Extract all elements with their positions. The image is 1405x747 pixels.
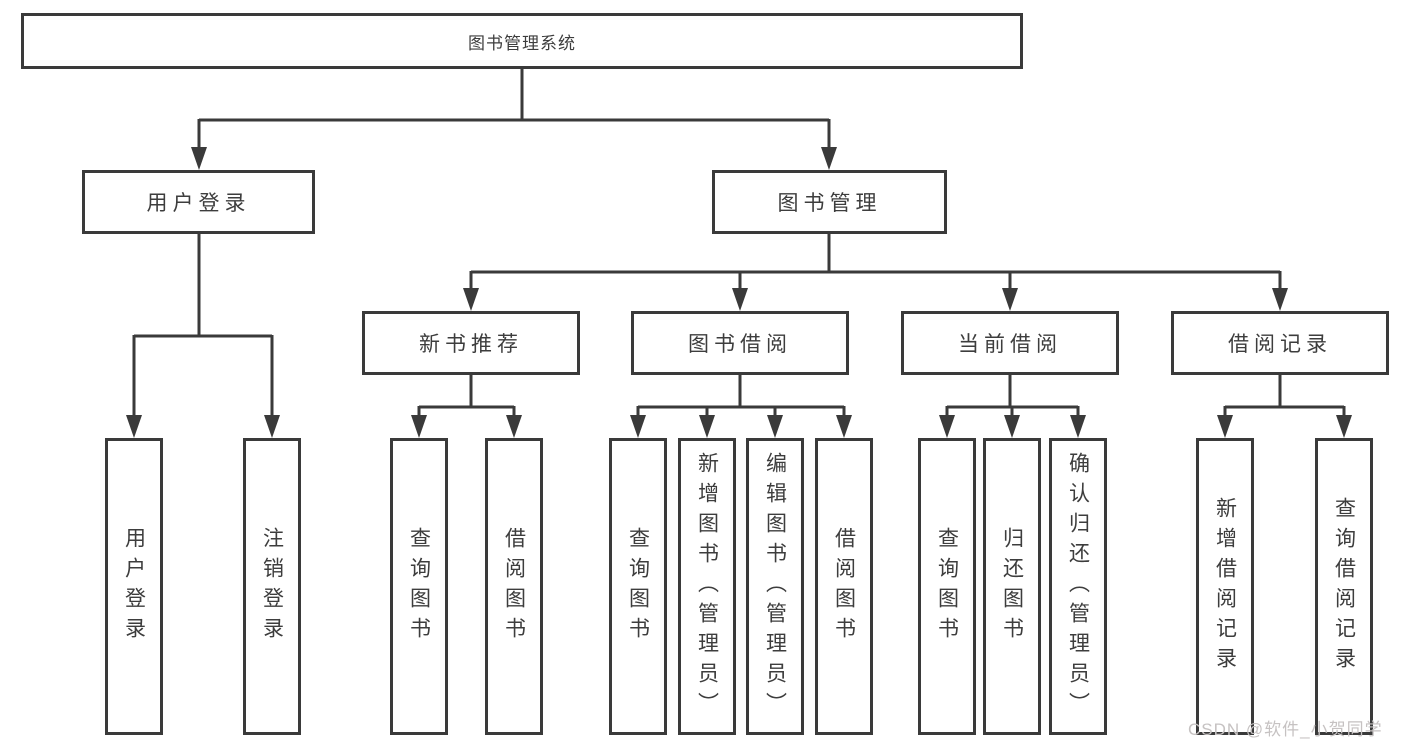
connector-root (197, 69, 831, 150)
leaf-edit-books-admin: 编辑图书（管理员） (746, 438, 804, 735)
leaf-borrow-books: 借阅图书 (815, 438, 873, 735)
node-borrow-records: 借阅记录 (1171, 311, 1389, 375)
connector-book-borrow (636, 375, 846, 420)
node-current-borrow: 当前借阅 (901, 311, 1119, 375)
node-book-borrow: 图书借阅 (631, 311, 849, 375)
connector-user-login (132, 234, 274, 420)
leaf-return-books: 归还图书 (983, 438, 1041, 735)
node-user-login: 用户登录 (82, 170, 315, 234)
connector-borrow-records (1223, 375, 1346, 420)
connector-book-mgmt (469, 233, 1282, 292)
leaf-query-books-current: 查询图书 (918, 438, 976, 735)
leaf-add-borrow-record: 新增借阅记录 (1196, 438, 1254, 735)
connector-current-borrow (945, 375, 1080, 420)
leaf-query-borrow-record: 查询借阅记录 (1315, 438, 1373, 735)
leaf-query-books-borrow: 查询图书 (609, 438, 667, 735)
node-book-management: 图书管理 (712, 170, 947, 234)
leaf-add-books-admin: 新增图书（管理员） (678, 438, 736, 735)
leaf-logout: 注销登录 (243, 438, 301, 735)
connector-new-books (417, 375, 516, 420)
csdn-watermark: CSDN @软件_小贺同学 (1188, 720, 1383, 739)
leaf-query-books-recommend: 查询图书 (390, 438, 448, 735)
node-new-book-recommend: 新书推荐 (362, 311, 580, 375)
leaf-borrow-books-recommend: 借阅图书 (485, 438, 543, 735)
node-root-system: 图书管理系统 (21, 13, 1023, 69)
leaf-confirm-return-admin: 确认归还（管理员） (1049, 438, 1107, 735)
leaf-user-login: 用户登录 (105, 438, 163, 735)
